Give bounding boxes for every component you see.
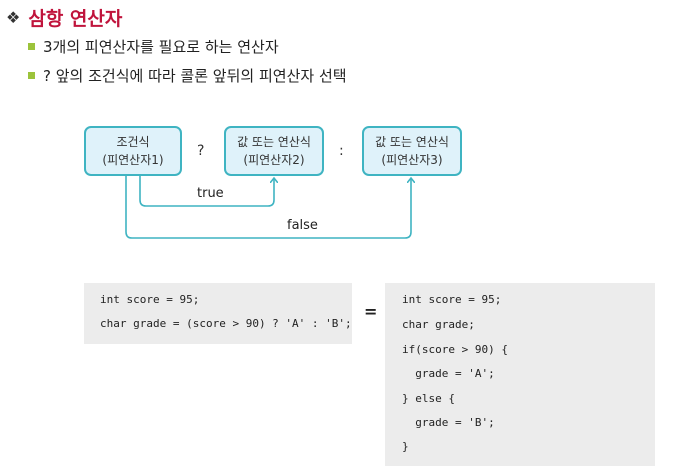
true-arrow [139,176,274,207]
bullet-item: ? 앞의 조건식에 따라 콜론 앞뒤의 피연산자 선택 [28,65,347,86]
bullet-text: ? 앞의 조건식에 따라 콜론 앞뒤의 피연산자 선택 [43,67,347,85]
bullet-item: 3개의 피연산자를 필요로 하는 연산자 [28,36,279,57]
code-line: grade = 'A'; [402,367,495,380]
code-line: if(score > 90) { [402,343,508,356]
code-line: int score = 95; [100,293,200,306]
node-line2: (피연산자2) [243,153,305,167]
code-line: char grade; [402,318,475,331]
diamond-bullet-icon: ❖ [6,8,21,27]
condition-node: 조건식 (피연산자1) [84,126,182,176]
square-bullet-icon [28,43,35,50]
node-line1: 값 또는 연산식 [237,135,311,149]
operand2-node: 값 또는 연산식 (피연산자2) [224,126,324,176]
code-line: } else { [402,392,455,405]
operand3-node: 값 또는 연산식 (피연산자3) [362,126,462,176]
question-operator: ? [197,143,205,159]
code-line: grade = 'B'; [402,416,495,429]
code-line: int score = 95; [402,293,502,306]
node-line2: (피연산자1) [102,153,164,167]
true-label: true [197,186,224,201]
code-line: char grade = (score > 90) ? 'A' : 'B'; [100,317,352,330]
false-arrow [125,176,411,239]
node-line2: (피연산자3) [381,153,443,167]
equals-sign: = [364,302,378,321]
square-bullet-icon [28,72,35,79]
node-line1: 조건식 [116,135,150,149]
false-label: false [287,218,318,233]
node-line1: 값 또는 연산식 [375,135,449,149]
bullet-text: 3개의 피연산자를 필요로 하는 연산자 [43,38,279,56]
if-else-code-block: int score = 95; char grade; if(score > 9… [385,283,655,466]
ternary-code-block: int score = 95; char grade = (score > 90… [84,283,352,344]
slide-title: 삼항 연산자 [28,8,123,30]
colon-operator: : [339,143,344,159]
code-line: } [402,440,409,453]
slide-heading: ❖ 삼항 연산자 [6,4,122,31]
